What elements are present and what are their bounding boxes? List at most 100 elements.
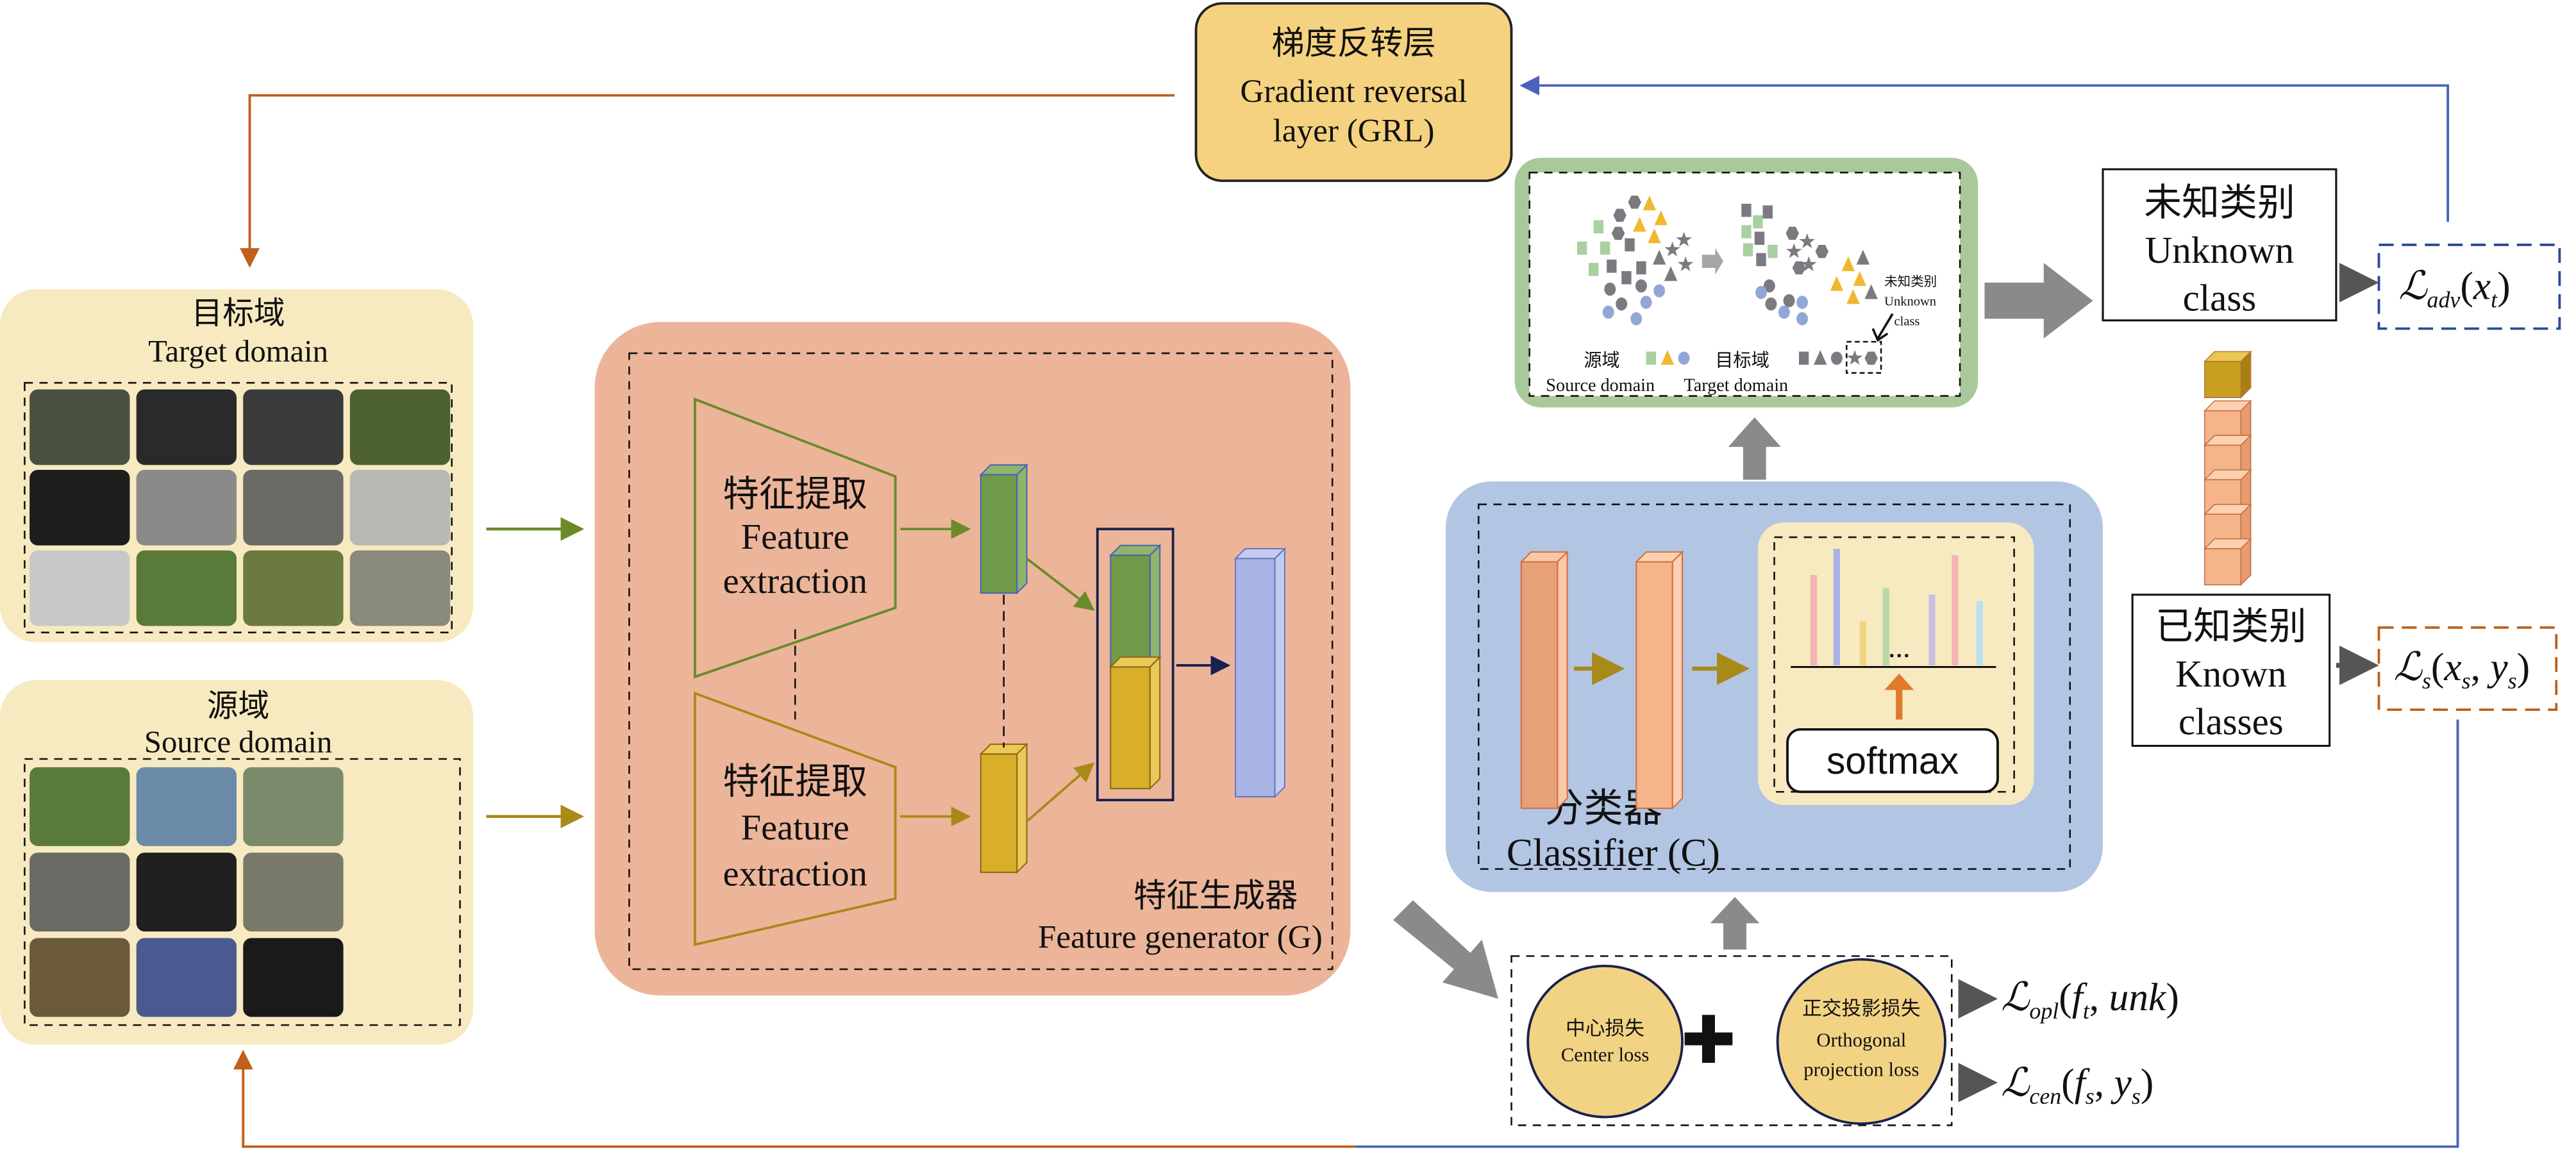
x-var: x xyxy=(2443,646,2461,689)
circle-point xyxy=(1796,296,1809,309)
unknown-class-cube xyxy=(2204,361,2242,399)
triangle-point xyxy=(1664,266,1678,281)
circle-point xyxy=(1602,305,1614,319)
square-point xyxy=(1577,241,1587,255)
classifier-layer-2-side xyxy=(1671,550,1684,810)
target-photo xyxy=(243,389,344,465)
feature-distribution-panel: 未知类别 Unknown class 源域 目标域 Source domain … xyxy=(1514,158,1978,408)
hexagon-point xyxy=(1864,351,1878,365)
cen-formula: ℒcen(fs, ys) xyxy=(2001,1061,2154,1109)
center-loss-zh: 中心损失 xyxy=(1566,1017,1644,1039)
hexagon-point xyxy=(1613,208,1627,222)
paren: ( xyxy=(2431,646,2444,689)
softmax-label: softmax xyxy=(1827,740,1959,782)
svg-text:ℒs(xs, ys): ℒs(xs, ys) xyxy=(2394,646,2530,694)
source-loss-box: ℒs(xs, ys) xyxy=(2377,626,2558,712)
x-sub: s xyxy=(2462,668,2471,694)
f-sub: s xyxy=(2086,1083,2095,1109)
concat-target-part xyxy=(1110,554,1151,668)
s-sub: s xyxy=(2422,668,2431,694)
grl-to-target-line xyxy=(240,94,1175,268)
orthogonal-loss-ellipse xyxy=(1776,958,1946,1125)
square-point xyxy=(1754,231,1765,245)
probability-bar xyxy=(1976,601,1983,665)
target-feature-vector xyxy=(980,474,1018,594)
grl-en2: layer (GRL) xyxy=(1273,112,1435,149)
tsne-unknown-en1: Unknown xyxy=(1884,295,1936,309)
target-photo xyxy=(243,550,344,626)
fe-en2-1: extraction xyxy=(723,562,867,601)
adv-loss-box: ℒadv(xt) xyxy=(2377,244,2561,330)
unknown-class-box: 未知类别 Unknown class xyxy=(2102,168,2338,322)
source-photo xyxy=(29,938,130,1017)
target-photo xyxy=(136,550,237,626)
known-en1: Known xyxy=(2175,653,2286,695)
source-photo xyxy=(243,767,344,846)
hexagon-point xyxy=(1815,244,1829,258)
source-photos xyxy=(29,767,344,1017)
triangle-point xyxy=(1652,249,1666,265)
hexagon-point xyxy=(1611,226,1625,240)
source-en: Source domain xyxy=(144,725,332,760)
target-photo xyxy=(29,550,130,626)
tsne-source-zh: 源域 xyxy=(1584,351,1619,371)
fe-en2-2: extraction xyxy=(723,854,867,894)
paren: ) xyxy=(2141,1061,2154,1104)
concat-source-part-side xyxy=(1149,655,1161,790)
triangle-point xyxy=(1654,210,1668,226)
triangle-point xyxy=(1660,349,1675,365)
square-point xyxy=(1593,220,1603,233)
f-sub: t xyxy=(2083,998,2090,1024)
hexagon-point xyxy=(1628,196,1641,209)
target-photo xyxy=(29,470,130,546)
hexagon-point xyxy=(1792,261,1806,275)
star-point xyxy=(1676,231,1692,247)
ellipsis: ... xyxy=(1888,631,1911,663)
known-zh: 已知类别 xyxy=(2155,605,2307,647)
adv-sub: adv xyxy=(2427,287,2461,312)
star-point xyxy=(1786,243,1802,258)
classifier-layer-1-side xyxy=(1557,550,1568,810)
source-photo xyxy=(243,853,344,932)
source-photo xyxy=(136,767,237,846)
circle-point xyxy=(1763,279,1775,293)
target-photo xyxy=(29,389,130,465)
fe-zh-1: 特征提取 xyxy=(723,474,867,514)
paren: ( xyxy=(2460,264,2473,308)
fe-en1-2: Feature xyxy=(741,808,849,848)
to-loss-arrow xyxy=(1393,900,1498,999)
source-photo xyxy=(136,938,237,1017)
grl-zh: 梯度反转层 xyxy=(1271,26,1435,62)
classifier-panel: ... softmax 分类器 Classifier (C) xyxy=(1446,481,2103,892)
fe-zh-2: 特征提取 xyxy=(723,762,867,802)
opl-en1: Orthogonal xyxy=(1816,1029,1906,1051)
circle-point xyxy=(1778,305,1790,319)
star-point xyxy=(1799,233,1816,249)
bottom-to-source-line xyxy=(233,1049,1356,1148)
source-zh: 源域 xyxy=(207,688,269,723)
unknown-en2: class xyxy=(2183,276,2257,319)
comma: , xyxy=(2095,1061,2114,1104)
known-en2: classes xyxy=(2179,701,2284,743)
square-point xyxy=(1741,225,1752,238)
source-photo xyxy=(136,853,237,932)
known-bottom-line xyxy=(1355,719,2459,1148)
grl-en1: Gradient reversal xyxy=(1240,73,1467,110)
cen-sub: cen xyxy=(2029,1083,2061,1109)
y-sub: s xyxy=(2508,668,2517,694)
plus-icon: ✚ xyxy=(1681,1005,1736,1078)
triangle-point xyxy=(1814,349,1827,365)
circle-point xyxy=(1604,282,1616,296)
class-vector-stack xyxy=(2204,350,2252,587)
square-point xyxy=(1756,253,1766,267)
triangle-point xyxy=(1846,289,1860,304)
known-class-cube xyxy=(2204,548,2242,586)
circle-point xyxy=(1765,297,1777,311)
softmax-box xyxy=(1786,728,1999,794)
hexagon-point xyxy=(1786,226,1799,240)
target-domain-panel: 目标域 Target domain xyxy=(0,289,473,643)
unknown-en1: Unknown xyxy=(2145,229,2294,271)
probability-bar xyxy=(1952,555,1959,665)
feature-generator-panel: 特征提取 Feature extraction 特征提取 Feature ext… xyxy=(594,322,1351,996)
